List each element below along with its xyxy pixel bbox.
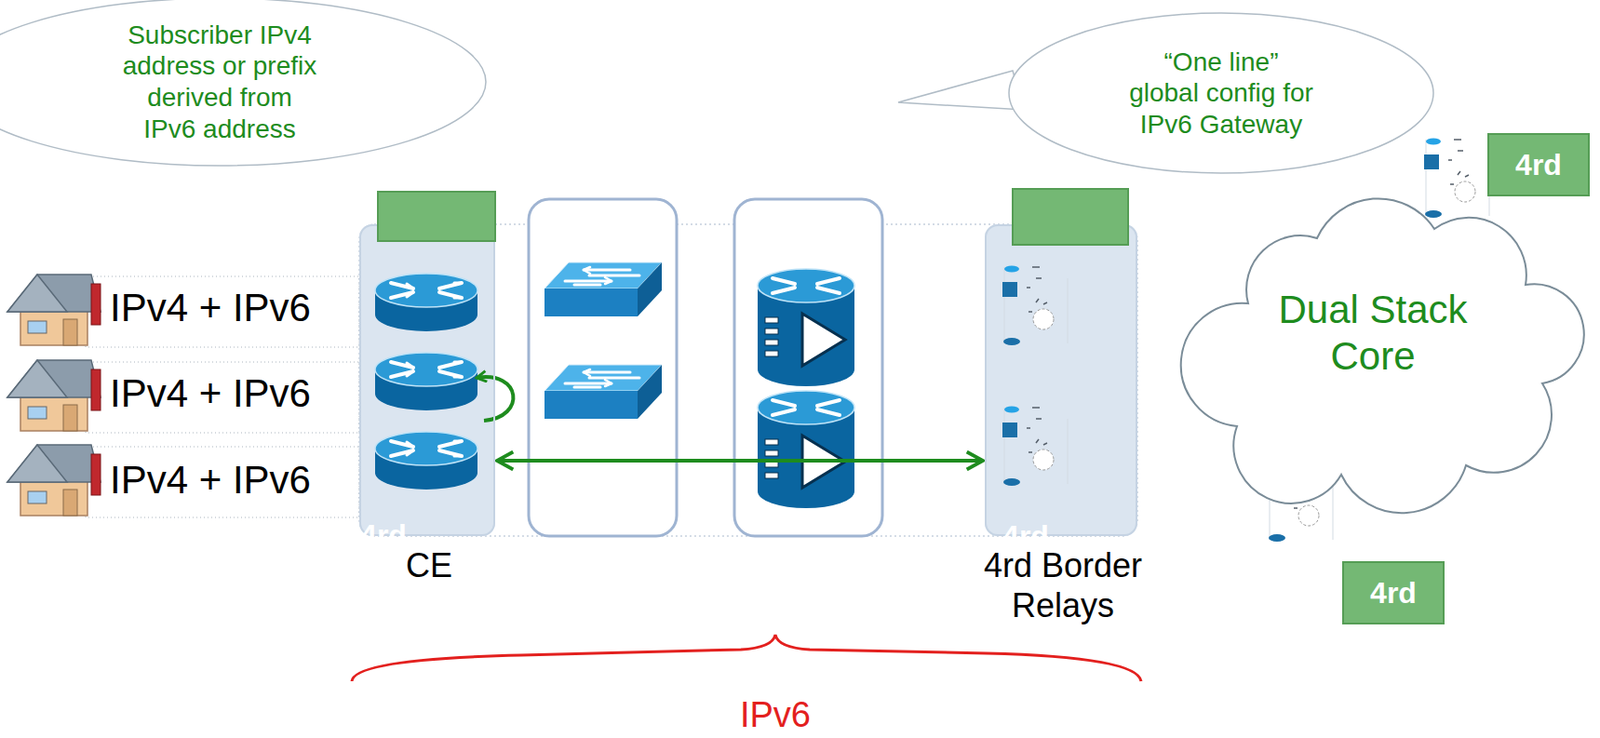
text-holder: 4rd xyxy=(1370,575,1417,611)
text-holder: IPv4 + IPv6 xyxy=(109,372,311,416)
bubble-ellipse xyxy=(1008,13,1434,174)
text-holder: IPv6 xyxy=(739,696,811,736)
bubble-ellipse xyxy=(0,0,486,166)
callout-bubble: Subscriber IPv4 address or prefix derive… xyxy=(0,0,490,169)
text-holder: 4rd Border Relays xyxy=(941,545,1184,626)
ipv6-brace xyxy=(351,634,1142,682)
service-label: IPv4 + IPv6 xyxy=(109,372,311,416)
relay-server-icon xyxy=(1424,138,1490,219)
text-holder: Dual Stack Core xyxy=(1256,286,1490,381)
switch-icon xyxy=(544,364,662,419)
panel-label: CE xyxy=(308,545,551,586)
relay-panel-fill xyxy=(984,224,1138,537)
house-icon xyxy=(7,360,101,431)
bubble-tail xyxy=(898,70,1024,110)
row-guide xyxy=(85,276,360,348)
switch-icon xyxy=(544,262,662,317)
text-holder: Subscriber IPv4 address or prefix derive… xyxy=(121,19,318,145)
text-holder: CE xyxy=(308,545,551,586)
text-holder: “One line” global config for IPv6 Gatewa… xyxy=(1129,46,1314,141)
callout-bubble: “One line” global config for IPv6 Gatewa… xyxy=(893,7,1443,179)
service-router-icon xyxy=(757,390,855,509)
service-router-icon xyxy=(757,268,855,387)
text-holder: IPv4 + IPv6 xyxy=(109,286,311,330)
relay-server-icon xyxy=(1002,406,1068,487)
tunnel-arrow xyxy=(497,458,983,463)
ce-panel: 4rdCE xyxy=(359,224,496,537)
core-cloud: Dual Stack Core xyxy=(1194,193,1561,490)
border-relay-panel: 4rd4rd Border Relays xyxy=(984,224,1138,537)
panel-label: 4rd Border Relays xyxy=(941,545,1184,626)
relay-server-icon xyxy=(1002,266,1068,347)
4rd-badge: 4rd xyxy=(1342,561,1445,625)
text-holder: IPv4 + IPv6 xyxy=(109,458,311,502)
switch-group-panel xyxy=(528,199,677,537)
row-guide xyxy=(85,446,360,518)
router-group-panel xyxy=(734,199,883,537)
cloud-path xyxy=(1181,198,1585,513)
house-icon xyxy=(7,274,101,346)
callout-text: “One line” global config for IPv6 Gatewa… xyxy=(1129,46,1314,141)
ce-panel-fill xyxy=(359,224,496,537)
badge-text: 4rd xyxy=(1515,147,1562,183)
router-icon xyxy=(375,273,478,332)
service-label: IPv4 + IPv6 xyxy=(109,286,311,330)
router-icon xyxy=(375,352,478,411)
4rd-badge: 4rd xyxy=(376,190,497,243)
4rd-badge: 4rd xyxy=(1011,188,1130,246)
badge-text: 4rd xyxy=(1370,575,1417,611)
service-label: IPv4 + IPv6 xyxy=(109,458,311,502)
row-guide xyxy=(85,362,360,433)
network-label: IPv6 xyxy=(739,696,811,736)
text-holder: 4rd xyxy=(1515,147,1562,183)
house-icon xyxy=(7,444,101,516)
router-icon xyxy=(375,431,478,490)
4rd-badge: 4rd xyxy=(1487,133,1590,197)
callout-text: Subscriber IPv4 address or prefix derive… xyxy=(121,19,318,145)
cloud-label: Dual Stack Core xyxy=(1256,286,1490,381)
